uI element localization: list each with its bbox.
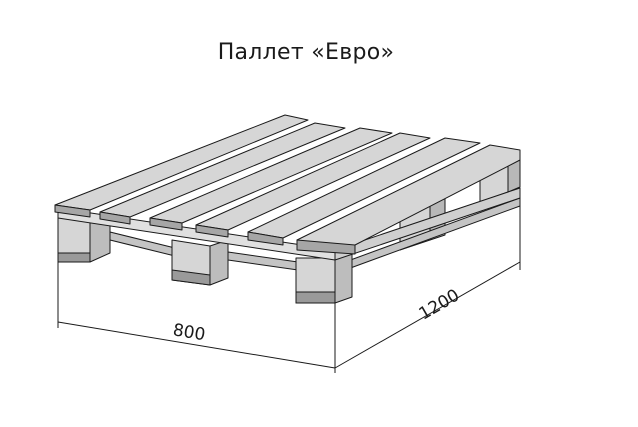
left-middle-connector — [109, 231, 176, 257]
center-right-connector — [227, 251, 299, 271]
top-deck — [54, 114, 521, 255]
right-front-block — [295, 251, 353, 304]
dimension-lines — [57, 206, 521, 373]
diagram-title: Паллет «Евро» — [217, 40, 395, 65]
length-dimension-label: 1200 — [416, 286, 463, 325]
center-front-block — [171, 239, 229, 286]
